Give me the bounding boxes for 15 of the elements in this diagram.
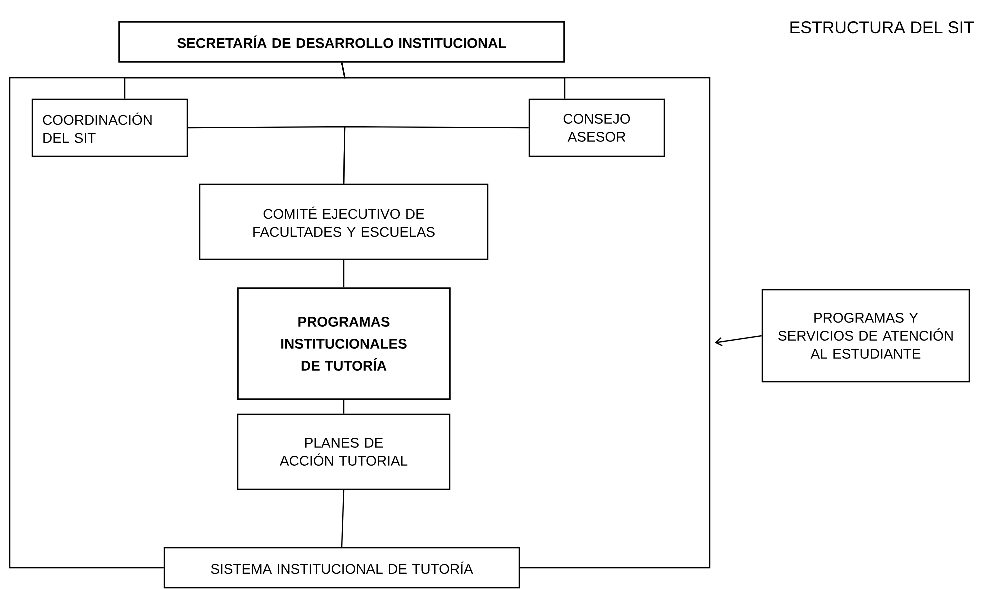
org-box: PLANES DE ACCIÓN TUTORIAL bbox=[237, 414, 451, 490]
connector-line bbox=[341, 62, 711, 569]
diagram-title: ESTRUCTURA DEL SIT bbox=[790, 22, 974, 34]
org-box: PROGRAMAS INSTITUCIONALES DE TUTORÍA bbox=[237, 288, 451, 400]
arrow bbox=[715, 335, 762, 346]
org-box: COORDINACIÓN DEL SIT bbox=[32, 98, 188, 158]
connector-line bbox=[341, 490, 345, 548]
connector-line bbox=[343, 126, 529, 184]
connector-line bbox=[343, 260, 345, 288]
org-box: CONSEJO ASESOR bbox=[528, 98, 666, 158]
org-box: PROGRAMAS Y SERVICIOS DE ATENCIÓN AL ESTUDIANTE bbox=[762, 289, 970, 383]
org-box: SECRETARÍA DE DESARROLLO INSTITUCIONAL bbox=[118, 21, 566, 63]
connector-line bbox=[343, 400, 345, 414]
org-box: COMITÉ EJECUTIVO DE FACULTADES Y ESCUELAS bbox=[199, 184, 489, 260]
org-box: SISTEMA INSTITUCIONAL DE TUTORÍA bbox=[164, 547, 520, 589]
